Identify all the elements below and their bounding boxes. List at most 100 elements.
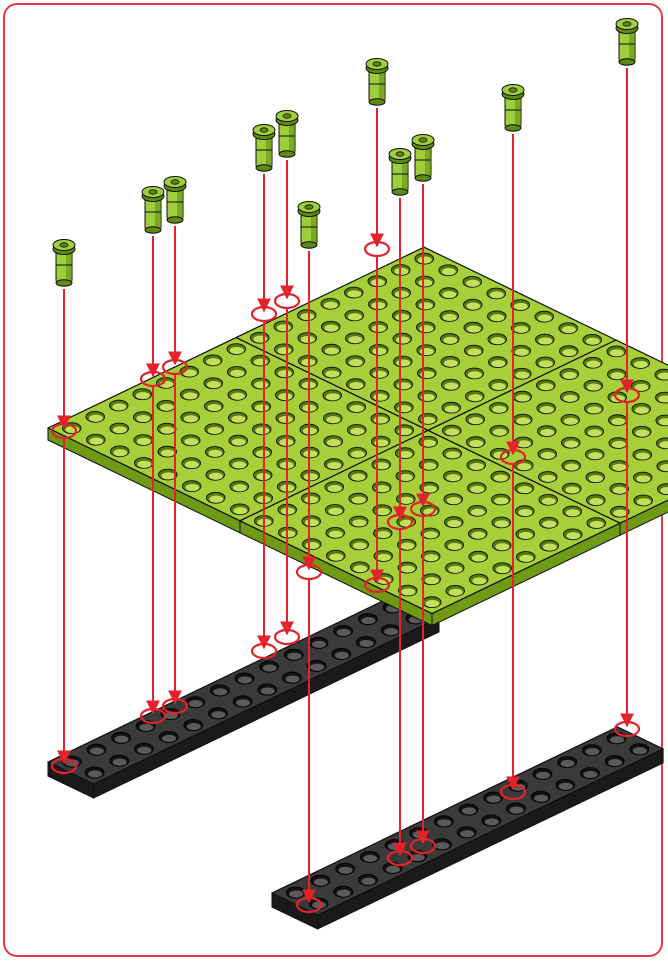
- plate-hole-floor: [449, 589, 463, 596]
- plate-hole-floor: [542, 521, 556, 528]
- plate-hole-floor: [445, 405, 459, 412]
- plate-hole-floor: [443, 337, 457, 344]
- beam-hole-floor: [610, 736, 624, 743]
- plate-hole-floor: [613, 487, 627, 494]
- plate-hole-floor: [541, 452, 555, 459]
- beam-hole-floor: [487, 795, 501, 802]
- plate-hole-floor: [636, 475, 650, 482]
- plate-hole-floor: [230, 347, 244, 354]
- plate-hole-floor: [137, 438, 151, 445]
- beam-hole-floor: [115, 736, 129, 743]
- plate-hole-floor: [230, 370, 244, 377]
- plate-hole-floor: [514, 326, 528, 333]
- plate-hole-floor: [232, 461, 246, 468]
- plate-hole-floor: [635, 407, 649, 414]
- plate-hole-floor: [564, 418, 578, 425]
- plate-hole-floor: [563, 372, 577, 379]
- plate-hole-floor: [350, 428, 364, 435]
- plate-hole-floor: [256, 450, 270, 457]
- plate-hole-floor: [301, 336, 315, 343]
- plate-hole-floor: [542, 498, 556, 505]
- beam-hole-floor: [583, 771, 597, 778]
- plate-hole-floor: [588, 452, 602, 459]
- plate-hole-floor: [328, 508, 342, 515]
- plate-hole-floor: [517, 463, 531, 470]
- plate-hole-floor: [444, 360, 458, 367]
- peg-bottom: [145, 227, 161, 233]
- beam-hole-floor: [509, 806, 523, 813]
- plate-hole-floor: [305, 519, 319, 526]
- plate-hole-floor: [325, 347, 339, 354]
- plate-hole-floor: [207, 381, 221, 388]
- beam-top: [48, 596, 439, 784]
- peg-bottom: [256, 165, 272, 171]
- beam-top: [272, 727, 663, 915]
- plate-hole-floor: [208, 450, 222, 457]
- plate-hole-floor: [442, 291, 456, 298]
- plate-hole-floor: [468, 371, 482, 378]
- beam-hole-floor: [460, 830, 474, 837]
- plate-hole-floor: [564, 441, 578, 448]
- plate-hole-floor: [424, 531, 438, 538]
- plate-hole-floor: [401, 565, 415, 572]
- plate-hole-floor: [565, 463, 579, 470]
- plate-hole-floor: [589, 475, 603, 482]
- beam-side-front: [318, 749, 663, 929]
- plate-hole-floor: [446, 451, 460, 458]
- plate-hole-floor: [636, 452, 650, 459]
- beam-hole-floor: [413, 831, 427, 838]
- plate-hole-floor: [185, 484, 199, 491]
- plate-hole-floor: [136, 392, 150, 399]
- black-beam-left: [48, 596, 439, 798]
- plate-hole-floor: [422, 463, 436, 470]
- plate-hole-floor: [347, 290, 361, 297]
- beam-hole-floor: [585, 748, 599, 755]
- beam-hole-floor: [534, 795, 548, 802]
- beam-hole-floor: [536, 772, 550, 779]
- beam-hole-floor: [137, 747, 151, 754]
- plate-hole-floor: [207, 404, 221, 411]
- plate-hole-floor: [515, 372, 529, 379]
- plate-hole-floor: [372, 348, 386, 355]
- plate-hole-floor: [442, 268, 456, 275]
- plate-hole-floor: [588, 429, 602, 436]
- peg-bottom: [505, 125, 521, 131]
- plate-hole-floor: [468, 394, 482, 401]
- plate-hole-floor: [113, 426, 127, 433]
- beam-hole-floor: [559, 783, 573, 790]
- plate-hole-floor: [543, 543, 557, 550]
- plate-hole-floor: [253, 336, 267, 343]
- plate-hole-floor: [418, 256, 432, 263]
- plate-hole-floor: [394, 268, 408, 275]
- beam-hole-floor: [238, 676, 252, 683]
- plate-hole-floor: [328, 485, 342, 492]
- plate-hole-floor: [401, 588, 415, 595]
- plate-hole-floor: [447, 497, 461, 504]
- peg-bottom: [619, 59, 635, 65]
- peg-bottom: [392, 189, 408, 195]
- plate-hole-floor: [136, 415, 150, 422]
- plate-hole-floor: [137, 461, 151, 468]
- plate-hole-floor: [160, 427, 174, 434]
- plate-hole-floor: [209, 473, 223, 480]
- peg-10: [502, 85, 524, 132]
- plate-hole-floor: [397, 382, 411, 389]
- plate-hole-floor: [254, 381, 268, 388]
- plate-hole-floor: [255, 404, 269, 411]
- plate-hole-floor: [327, 462, 341, 469]
- plate-hole-floor: [184, 438, 198, 445]
- plate-hole-floor: [161, 449, 175, 456]
- peg-head-hole: [260, 128, 268, 132]
- beam-hole-floor: [189, 700, 203, 707]
- plate-hole-floor: [419, 325, 433, 332]
- plate-hole-floor: [635, 430, 649, 437]
- plate-hole-floor: [206, 358, 220, 365]
- peg-7: [366, 59, 388, 106]
- plate-hole-floor: [348, 336, 362, 343]
- beam-hole-floor: [314, 879, 328, 886]
- plate-hole-floor: [448, 566, 462, 573]
- peg-head-hole: [623, 22, 631, 26]
- plate-hole-floor: [278, 370, 292, 377]
- beam-hole-floor: [310, 664, 324, 671]
- black-beam-right: [272, 727, 663, 929]
